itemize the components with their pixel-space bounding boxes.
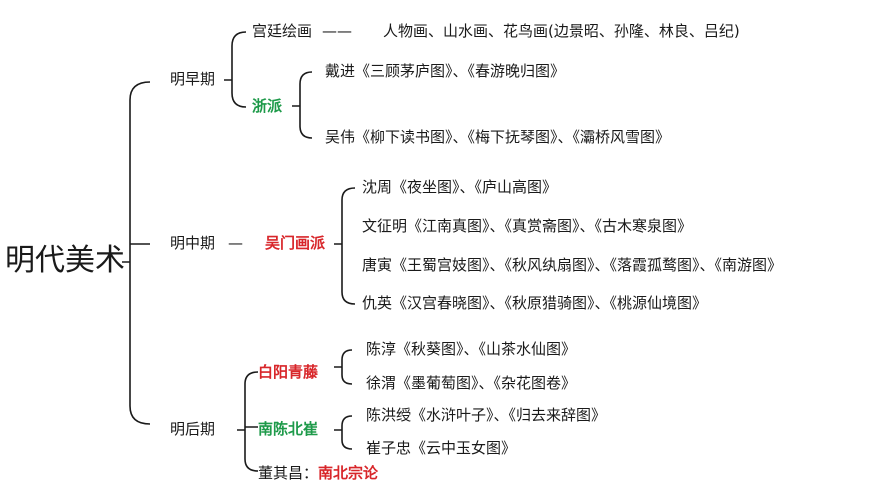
baiyang-bracket — [334, 349, 353, 385]
zhe-item: 吴伟《柳下读书图》、《梅下抚琴图》、《灞桥风雪图》 — [325, 128, 671, 146]
middle-period-label: 明中期 — [170, 234, 216, 252]
nanchen-bracket — [334, 415, 353, 450]
nanchen-item: 崔子忠《云中玉女图》 — [366, 439, 517, 457]
wu-bracket — [334, 187, 356, 305]
wu-item: 仇英《汉宫春晓图》、《秋原猎骑图》、《桃源仙境图》 — [362, 294, 708, 312]
late-period-label: 明后期 — [170, 420, 216, 438]
nanchen-label: 南陈北崔 — [258, 420, 319, 438]
root-bracket — [122, 81, 151, 425]
zhe-school-label: 浙派 — [252, 97, 283, 115]
baiyang-item: 陈淳《秋葵图》、《山茶水仙图》 — [366, 340, 577, 358]
wu-item: 唐寅《王蜀宫妓图》、《秋风纨扇图》、《落霞孤鹜图》、《南游图》 — [362, 256, 783, 274]
dong-theory: 南北宗论 — [318, 464, 379, 482]
court-painting-detail: 人物画、山水画、花鸟画(边景昭、孙隆、林良、吕纪) — [383, 22, 740, 40]
middle-dash: — — [228, 234, 243, 252]
early-bracket — [224, 31, 247, 108]
baiyang-label: 白阳青藤 — [258, 363, 319, 381]
early-period-label: 明早期 — [170, 70, 216, 88]
late-bracket — [237, 371, 259, 472]
court-dash: —— — [322, 22, 352, 40]
wu-item: 沈周《夜坐图》、《庐山高图》 — [362, 178, 558, 196]
court-painting-label: 宫廷绘画 — [252, 22, 313, 40]
nanchen-item: 陈洪绶《水浒叶子》、《归去来辞图》 — [366, 406, 607, 424]
wu-school-label: 吴门画派 — [265, 234, 326, 252]
root-title: 明代美术 — [5, 243, 125, 278]
baiyang-item: 徐渭《墨葡萄图》、《杂花图卷》 — [366, 374, 577, 392]
zhe-item: 戴进《三顾茅庐图》、《春游晚归图》 — [325, 62, 566, 80]
dong-qichang: 董其昌：南北宗论 — [258, 466, 378, 481]
wu-item: 文征明《江南真图》、《真赏斋图》、《古木寒泉图》 — [362, 217, 693, 235]
dong-prefix: 董其昌： — [258, 464, 319, 482]
zhe-bracket — [292, 71, 313, 139]
